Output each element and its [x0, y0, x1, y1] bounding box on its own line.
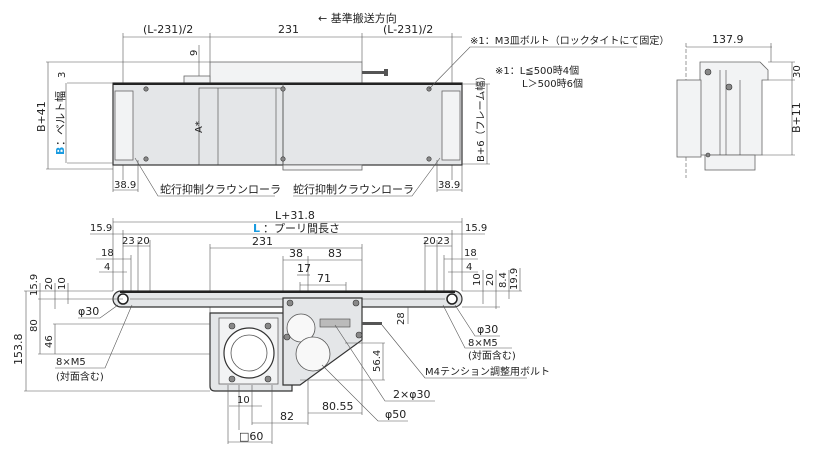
- dim-38: 38: [289, 247, 303, 260]
- dim-1379: 137.9: [712, 33, 744, 46]
- phi30-right-label: φ30: [477, 323, 498, 336]
- bolt-count-line1: ※1：L≦500時4個: [495, 64, 579, 77]
- dim-3: 3: [57, 72, 68, 78]
- dim-l231-right: (L-231)/2: [383, 23, 433, 36]
- side-view: 137.9 30 B+11: [676, 33, 803, 178]
- end-cap-right: [441, 90, 461, 161]
- dim-28: 28: [396, 312, 407, 325]
- two-phi30-label: 2×φ30: [393, 388, 430, 401]
- a-mark: A*: [194, 121, 205, 133]
- conveying-direction-label: ← 基準搬送方向: [318, 11, 397, 25]
- dim-18-right: 18: [464, 248, 477, 259]
- dim-9: 9: [189, 50, 200, 56]
- side-body: [699, 61, 769, 156]
- front-view: L+31.8 L ：プーリ間長さ 15.9 15.9 231 38 83 17 …: [12, 209, 550, 444]
- tension-bolt-top: [362, 71, 384, 74]
- notes: ※1：M3皿ボルト（ロックタイトにて固定） ※1：L≦500時4個 L＞500時…: [428, 34, 669, 90]
- tension-spring: [319, 318, 351, 328]
- m5-right-note: (対面含む): [468, 349, 516, 362]
- dim-18-left: 18: [101, 248, 114, 259]
- dim-1538: 153.8: [12, 334, 25, 366]
- end-cap-left: [114, 90, 134, 161]
- crown-roller-label-left: 蛇行抑制クラウンローラ: [160, 182, 281, 196]
- dim-389-right: 38.9: [438, 180, 460, 191]
- dim-23-left: 23: [122, 236, 135, 247]
- dim-46: 46: [44, 335, 55, 348]
- bolt-count-line2: L＞500時6個: [522, 77, 583, 90]
- dim-231-front: 231: [252, 235, 273, 248]
- pulley-phi50: [295, 336, 331, 372]
- m5-left-note: (対面含む): [56, 370, 104, 383]
- dim-159-vertical: 15.9: [29, 274, 40, 296]
- dim-564: 56.4: [372, 350, 383, 372]
- motor-shaft-circle: [223, 327, 275, 379]
- square-60: □60: [239, 430, 263, 443]
- dim-159-right: 15.9: [465, 223, 487, 234]
- dim-4-left: 4: [104, 262, 110, 273]
- pulley-key: L: [253, 222, 260, 235]
- dim-20-vertical: 20: [44, 277, 55, 290]
- dim-10-vertical: 10: [57, 277, 68, 290]
- phi30-left-label: φ30: [78, 305, 99, 318]
- dim-4-right: 4: [466, 262, 472, 273]
- dim-82: 82: [280, 410, 294, 423]
- frame-width-label: B+6（フレーム幅）: [474, 71, 487, 162]
- m5-right-label: 8×M5: [468, 338, 498, 349]
- pulley-right: [446, 293, 458, 305]
- top-view: ← 基準搬送方向 (L-231)/2 231 (L-231)/2 9: [35, 11, 490, 197]
- conveyor-frame-top: [112, 82, 463, 166]
- dim-231-top: 231: [278, 23, 299, 36]
- dim-20-right: 20: [423, 236, 436, 247]
- pulley-distance-label: ：プーリ間長さ: [263, 222, 340, 235]
- tension-bolt: [362, 322, 382, 325]
- dim-l231-left: (L-231)/2: [143, 23, 193, 36]
- crown-roller-label-right: 蛇行抑制クラウンローラ: [293, 182, 414, 196]
- dim-20-right-v: 20: [485, 273, 496, 286]
- dim-80: 80: [29, 319, 40, 332]
- dim-10-right: 10: [472, 273, 483, 286]
- dim-389-left: 38.9: [114, 180, 136, 191]
- dim-83: 83: [328, 247, 342, 260]
- dim-159-left: 15.9: [90, 223, 112, 234]
- dim-84: 8.4: [498, 272, 509, 288]
- tension-bolt-label: M4テンション調整用ボルト: [425, 365, 550, 378]
- dim-b11: B+11: [790, 102, 803, 133]
- dim-71: 71: [317, 272, 331, 285]
- dim-17: 17: [297, 262, 311, 275]
- dim-20-left: 20: [137, 236, 150, 247]
- dim-23-right: 23: [437, 236, 450, 247]
- dim-b41: B+41: [35, 101, 48, 132]
- dim-30-side: 30: [792, 65, 803, 78]
- dim-8055: 80.55: [322, 400, 354, 413]
- m5-left-label: 8×M5: [56, 357, 86, 368]
- belt-width-label: ：ベルト幅: [54, 91, 67, 146]
- dim-10-bottom: 10: [237, 395, 250, 406]
- dim-l318: L+31.8: [275, 209, 315, 222]
- dim-199: 19.9: [509, 268, 520, 290]
- belt-width-key: B: [54, 147, 67, 155]
- motor-block: [209, 61, 363, 84]
- bolt-note: ※1：M3皿ボルト（ロックタイトにて固定）: [470, 34, 669, 47]
- phi50-label: φ50: [385, 408, 406, 421]
